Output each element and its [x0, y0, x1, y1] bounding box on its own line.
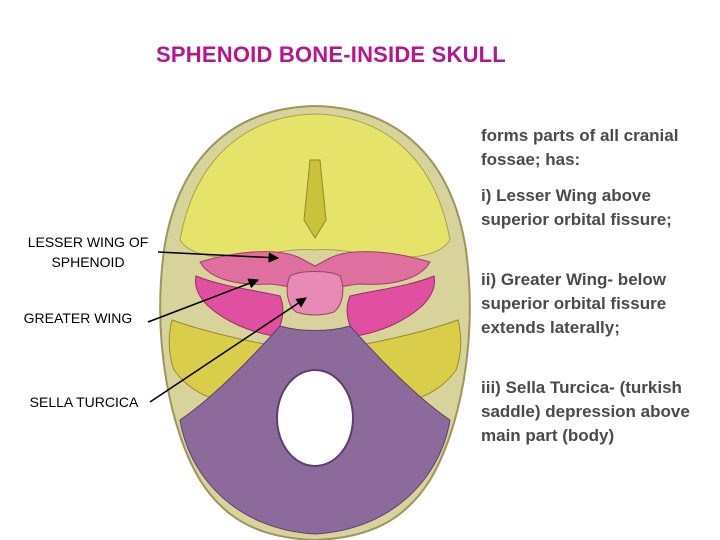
- description-lesser-wing: i) Lesser Wing above superior orbital fi…: [481, 186, 672, 229]
- sella-turcica-body: [286, 271, 344, 316]
- label-lesser-wing: LESSER WING OF SPHENOID: [27, 234, 149, 270]
- label-sella-turcica: SELLA TURCICA: [29, 394, 139, 410]
- description-sella-turcica: iii) Sella Turcica- (turkish saddle) dep…: [481, 378, 690, 445]
- description-intro: forms parts of all cranial fossae; has:: [481, 126, 679, 169]
- description-greater-wing: ii) Greater Wing- below superior orbital…: [481, 270, 667, 337]
- skull-base-diagram: [159, 104, 471, 540]
- slide-title: SPHENOID BONE-INSIDE SKULL: [156, 42, 506, 67]
- crista-galli: [303, 159, 327, 239]
- foramen-magnum: [276, 369, 354, 467]
- label-greater-wing: GREATER WING: [23, 310, 133, 326]
